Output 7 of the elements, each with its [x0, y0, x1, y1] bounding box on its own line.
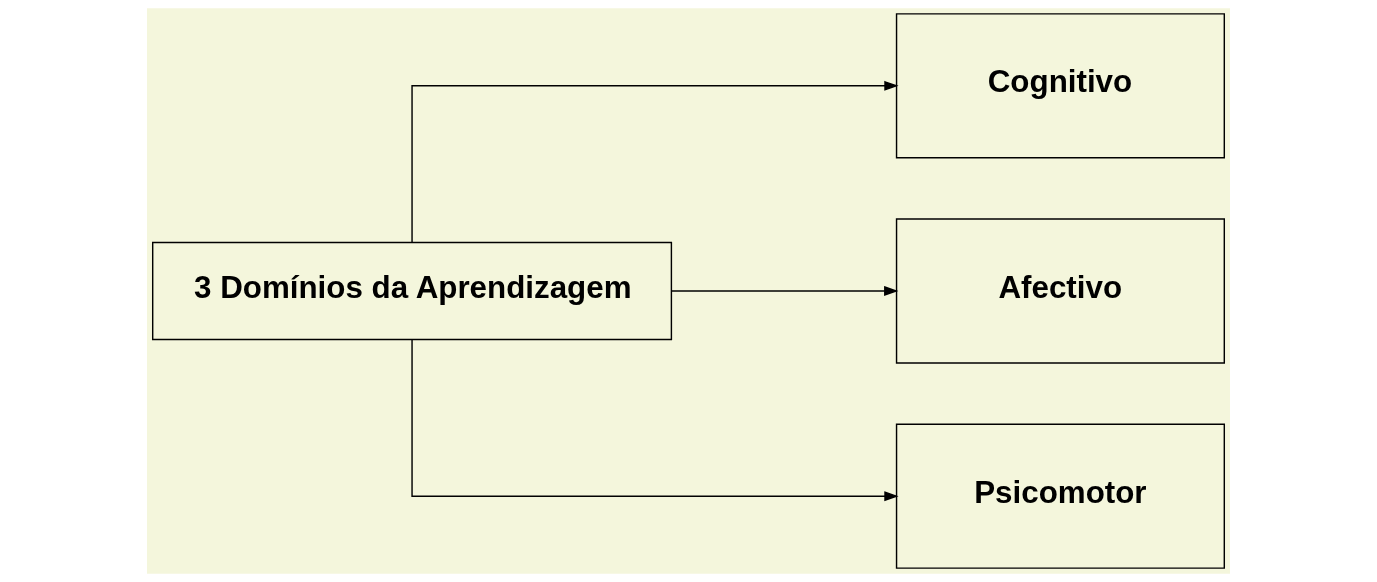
arrow: [670, 286, 899, 296]
node-box: Cognitivo: [895, 13, 1225, 159]
node-box: Afectivo: [895, 218, 1225, 364]
arrow: [411, 338, 899, 502]
node-box: 3 Domínios da Aprendizagem: [152, 241, 673, 341]
node-box: Psicomotor: [895, 423, 1225, 569]
arrow: [411, 80, 899, 244]
